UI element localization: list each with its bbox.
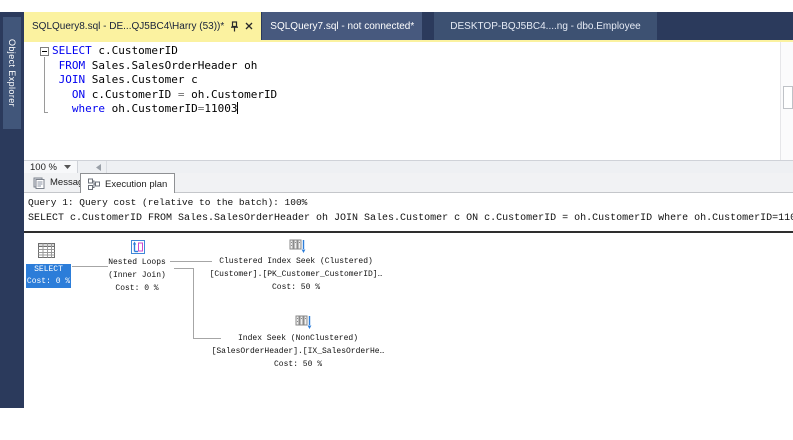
editor-vertical-scrollbar[interactable]	[780, 42, 793, 160]
object-explorer-sidebar: Object Explorer	[0, 12, 24, 408]
statement-separator	[24, 231, 793, 233]
code-line[interactable]: where oh.CustomerID=11003	[71, 102, 239, 115]
collapse-minus-icon[interactable]	[40, 47, 49, 56]
tab-label: SQLQuery7.sql - not connected*	[270, 20, 415, 32]
code-line[interactable]: ON c.CustomerID = oh.CustomerID	[71, 87, 278, 101]
nested-loops-icon[interactable]	[129, 238, 147, 261]
query-cost-header: Query 1: Query cost (relative to the bat…	[28, 197, 308, 208]
sql-editor[interactable]: SELECT c.CustomerID FROM Sales.SalesOrde…	[24, 42, 793, 160]
select-node-cost: Cost: 0 %	[26, 277, 71, 286]
plan-node-clustered-index-seek[interactable]: Clustered Index Seek (Clustered)[Custome…	[209, 257, 383, 292]
execution-plan-icon	[88, 178, 100, 190]
query-statement-text[interactable]: SELECT c.CustomerID FROM Sales.SalesOrde…	[28, 213, 793, 224]
results-tabstrip: Messages Execution plan	[24, 173, 793, 194]
tab-label: SQLQuery8.sql - DE...QJ5BC4\Harry (53))*	[32, 20, 225, 32]
code-line[interactable]: JOIN Sales.Customer c	[58, 73, 198, 86]
active-tab-underline	[24, 40, 793, 42]
code-lines: SELECT c.CustomerID FROM Sales.SalesOrde…	[52, 44, 277, 117]
zoom-control[interactable]: 100 %	[24, 161, 78, 173]
document-tabstrip: SQLQuery8.sql - DE...QJ5BC4\Harry (53))*…	[24, 12, 793, 40]
result-grid-icon[interactable]	[37, 242, 56, 264]
index-seek-icon[interactable]	[293, 313, 313, 336]
tab-table-designer[interactable]: DESKTOP-BQJ5BC4....ng - dbo.Employee	[434, 12, 657, 40]
code-line[interactable]: SELECT c.CustomerID	[52, 44, 178, 57]
plan-node-nested-loops[interactable]: Nested Loops(Inner Join)Cost: 0 %	[108, 258, 166, 293]
plan-connector	[193, 268, 194, 338]
tab-messages[interactable]: Messages	[26, 173, 100, 192]
close-icon[interactable]	[245, 22, 253, 30]
scrollbar-thumb[interactable]	[783, 86, 793, 109]
tab-sqlquery7[interactable]: SQLQuery7.sql - not connected*	[262, 12, 423, 40]
tab-label: Execution plan	[105, 178, 168, 190]
select-node-label: SELECT	[34, 265, 63, 274]
scroll-left-button[interactable]	[90, 161, 107, 173]
messages-icon	[33, 177, 45, 189]
plan-node-index-seek[interactable]: Index Seek (NonClustered)[SalesOrderHead…	[211, 334, 385, 369]
tab-execution-plan[interactable]: Execution plan	[80, 173, 176, 194]
index-seek-icon[interactable]	[287, 237, 307, 260]
plan-connector	[72, 266, 108, 267]
plan-connector	[174, 268, 194, 269]
code-line[interactable]: FROM Sales.SalesOrderHeader oh	[58, 58, 258, 72]
chevron-down-icon	[63, 165, 71, 169]
tab-label: DESKTOP-BQJ5BC4....ng - dbo.Employee	[450, 20, 641, 32]
fold-guide-line	[44, 57, 48, 113]
plan-connector	[170, 261, 212, 262]
tab-label: Messages	[50, 177, 94, 188]
plan-connector	[193, 338, 221, 339]
sidebar-tab-object-explorer[interactable]: Object Explorer	[3, 17, 21, 129]
zoom-value: 100 %	[30, 161, 57, 173]
plan-node-select[interactable]: SELECT Cost: 0 %	[26, 264, 71, 288]
pin-icon[interactable]	[230, 20, 239, 32]
execution-plan-panel: Query 1: Query cost (relative to the bat…	[24, 193, 793, 408]
tab-sqlquery8[interactable]: SQLQuery8.sql - DE...QJ5BC4\Harry (53))*	[24, 12, 262, 40]
text-cursor	[237, 102, 239, 114]
editor-status-row: 100 %	[24, 160, 793, 173]
